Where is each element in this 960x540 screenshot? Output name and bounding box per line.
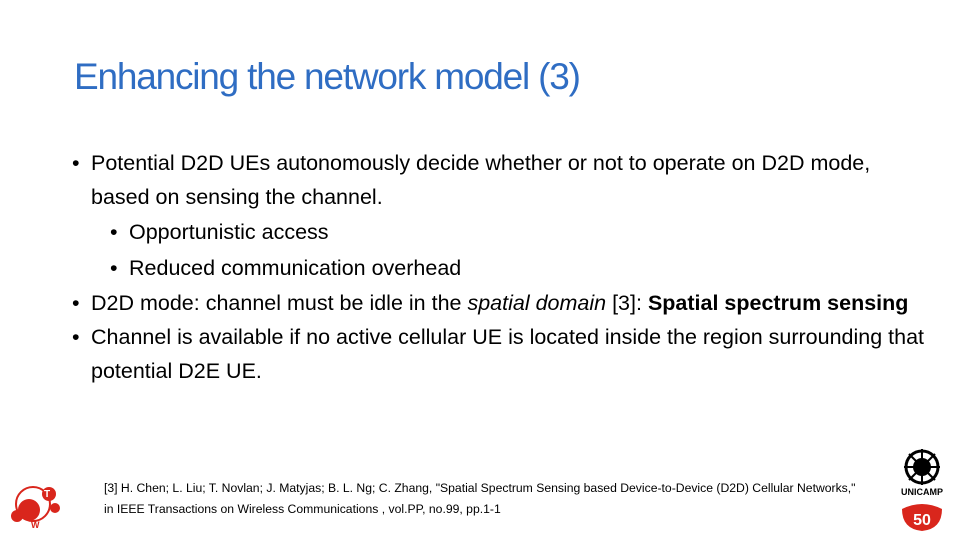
bullet-glyph: • — [110, 256, 118, 280]
bullet-text-italic: spatial domain — [467, 291, 607, 315]
reference-citation: [3] H. Chen; L. Liu; T. Novlan; J. Matyj… — [104, 481, 856, 516]
slide-body: • Potential D2D UEs autonomously decide … — [72, 146, 932, 388]
logo-letter-w: W — [31, 520, 40, 530]
bullet-text: Channel is available if no active cellul… — [91, 325, 925, 383]
twc-logo-icon: T W — [11, 486, 60, 530]
bullet-text-pre: D2D mode: channel must be idle in the — [91, 291, 468, 315]
sub-bullet-text: Reduced communication overhead — [129, 256, 462, 280]
unicamp-logo-icon: UNICAMP 50 — [901, 449, 943, 531]
slide-title: Enhancing the network model (3) — [74, 56, 581, 97]
unicamp-50-badge: 50 — [913, 512, 931, 529]
bullet-text-mid: [3]: — [606, 291, 648, 315]
sub-bullet-text: Opportunistic access — [129, 220, 329, 244]
bullet-item: • D2D mode: channel must be idle in the … — [72, 286, 932, 320]
bullet-glyph: • — [72, 325, 80, 349]
sub-bullet-item: • Opportunistic access — [110, 214, 932, 250]
bullet-glyph: • — [72, 151, 80, 175]
bullet-item: • Channel is available if no active cell… — [72, 320, 932, 388]
logo-letter-t: T — [44, 489, 50, 500]
bullet-text-bold: Spatial spectrum sensing — [647, 291, 909, 315]
bullet-item: • Potential D2D UEs autonomously decide … — [72, 146, 932, 214]
sub-bullet-item: • Reduced communication overhead — [110, 250, 932, 286]
bullet-text: Potential D2D UEs autonomously decide wh… — [91, 151, 871, 209]
unicamp-wordmark: UNICAMP — [901, 487, 943, 497]
bullet-glyph: • — [110, 220, 118, 244]
bullet-glyph: • — [72, 291, 80, 315]
